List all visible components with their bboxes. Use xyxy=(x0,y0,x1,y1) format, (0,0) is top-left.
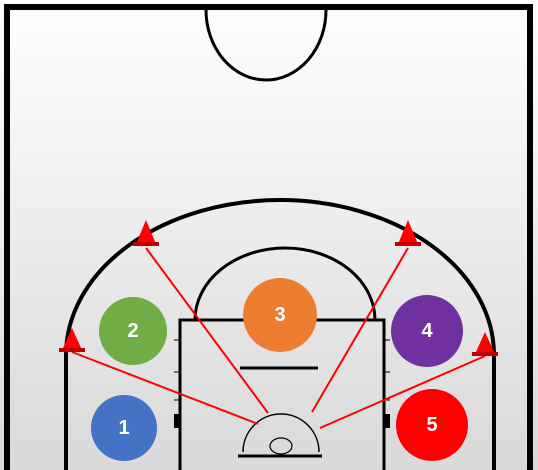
lane-block-left xyxy=(174,414,180,428)
cone-left-wing xyxy=(133,220,159,246)
cone-right-corner xyxy=(472,332,498,356)
pass-line-left-corner xyxy=(71,351,259,425)
player-2-label: 2 xyxy=(127,320,138,342)
player-3-label: 3 xyxy=(274,304,285,326)
player-1-label: 1 xyxy=(118,417,129,439)
player-5-label: 5 xyxy=(426,414,437,436)
cone-left-corner xyxy=(59,328,85,352)
player-5[interactable]: 5 xyxy=(396,389,468,461)
free-throw-circle xyxy=(193,246,377,321)
player-2[interactable]: 2 xyxy=(99,297,167,365)
players: 1 2 3 4 5 xyxy=(91,278,468,461)
pass-line-right-wing xyxy=(311,247,409,413)
court-boundary xyxy=(4,4,533,470)
pass-lines xyxy=(71,247,486,429)
player-4-label: 4 xyxy=(421,320,433,342)
cones xyxy=(59,220,498,356)
restricted-area-arc xyxy=(242,413,320,453)
rim xyxy=(269,437,293,455)
pass-line-right-corner xyxy=(319,355,486,429)
center-circle xyxy=(204,9,328,82)
player-4[interactable]: 4 xyxy=(391,295,463,367)
pass-line-left-wing xyxy=(145,247,269,414)
cone-right-wing xyxy=(395,220,421,246)
lane-block-right xyxy=(384,414,390,428)
three-point-arc xyxy=(64,198,496,356)
player-1[interactable]: 1 xyxy=(91,395,157,461)
player-3[interactable]: 3 xyxy=(243,278,317,352)
